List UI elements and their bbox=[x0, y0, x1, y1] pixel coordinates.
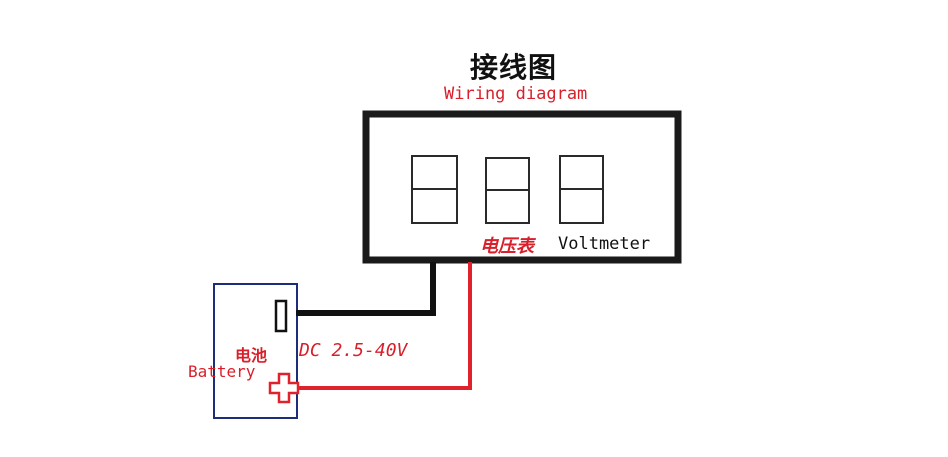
negative-wire bbox=[296, 262, 436, 316]
voltage-range-label: DC 2.5-40V bbox=[299, 340, 408, 361]
diagram-title-en: Wiring diagram bbox=[444, 84, 588, 104]
positive-wire bbox=[297, 262, 472, 390]
digit-3 bbox=[559, 155, 604, 224]
voltmeter-label-cn: 电压表 bbox=[480, 236, 534, 257]
digit-2 bbox=[485, 157, 530, 224]
voltmeter-body bbox=[362, 110, 682, 264]
voltmeter-label-en: Voltmeter bbox=[558, 234, 651, 254]
digit-1 bbox=[411, 155, 458, 224]
minus-terminal-icon bbox=[274, 299, 288, 333]
diagram-title-cn: 接线图 bbox=[470, 51, 558, 84]
battery-label-en: Battery bbox=[188, 362, 256, 381]
plus-terminal-icon bbox=[268, 372, 300, 404]
battery-label-cn: 电池 bbox=[235, 346, 268, 365]
